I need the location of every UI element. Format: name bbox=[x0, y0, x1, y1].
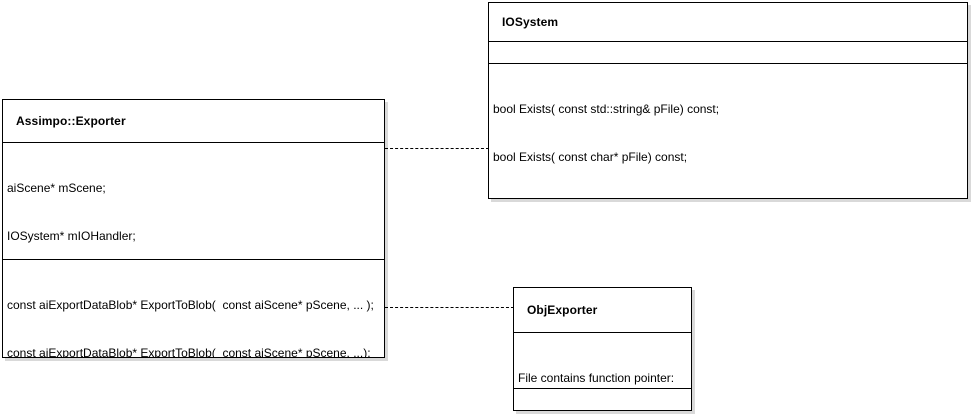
class-methods-compartment-iosystem: bool Exists( const std::string& pFile) c… bbox=[489, 63, 967, 198]
attribute-item: IOSystem* mIOHandler; bbox=[7, 229, 136, 243]
class-attributes-compartment-objexporter: File contains function pointer: ExportSc… bbox=[514, 332, 691, 388]
connector-exporter-to-iosystem[interactable] bbox=[385, 148, 489, 149]
class-attributes-compartment-exporter: aiScene* mScene; IOSystem* mIOHandler; s… bbox=[3, 142, 384, 259]
class-name-exporter: Assimpo::Exporter bbox=[16, 114, 126, 128]
class-methods-compartment-objexporter bbox=[514, 388, 691, 410]
connector-exporter-to-objexporter[interactable] bbox=[385, 307, 514, 308]
class-title-compartment-objexporter: ObjExporter bbox=[514, 288, 691, 332]
method-item: bool Exists( const std::string& pFile) c… bbox=[493, 102, 720, 116]
method-item: const aiExportDataBlob* ExportToBlob( co… bbox=[7, 346, 371, 357]
class-title-compartment-exporter: Assimpo::Exporter bbox=[3, 100, 384, 142]
class-name-iosystem: IOSystem bbox=[502, 15, 559, 29]
class-attributes-compartment-iosystem bbox=[489, 41, 967, 63]
class-methods-compartment-exporter: const aiExportDataBlob* ExportToBlob( co… bbox=[3, 259, 384, 357]
method-item: bool Exists( const char* pFile) const; bbox=[493, 150, 688, 164]
class-title-compartment-iosystem: IOSystem bbox=[489, 3, 967, 41]
method-list-exporter: const aiExportDataBlob* ExportToBlob( co… bbox=[3, 260, 384, 357]
method-item: const aiExportDataBlob* ExportToBlob( co… bbox=[7, 298, 374, 312]
uml-class-iosystem[interactable]: IOSystem bool Exists( const std::string&… bbox=[488, 2, 968, 199]
attribute-item: aiScene* mScene; bbox=[7, 181, 106, 195]
method-list-iosystem: bool Exists( const std::string& pFile) c… bbox=[489, 64, 967, 198]
class-name-objexporter: ObjExporter bbox=[527, 303, 598, 317]
method-item: virtual char getOsSeparator() const; bbox=[493, 197, 963, 198]
uml-class-objexporter[interactable]: ObjExporter File contains function point… bbox=[513, 287, 692, 411]
uml-class-exporter[interactable]: Assimpo::Exporter aiScene* mScene; IOSys… bbox=[2, 99, 385, 358]
attribute-list-exporter: aiScene* mScene; IOSystem* mIOHandler; s… bbox=[3, 143, 384, 259]
attribute-item: File contains function pointer: bbox=[518, 371, 675, 385]
attribute-list-objexporter: File contains function pointer: ExportSc… bbox=[514, 333, 691, 388]
